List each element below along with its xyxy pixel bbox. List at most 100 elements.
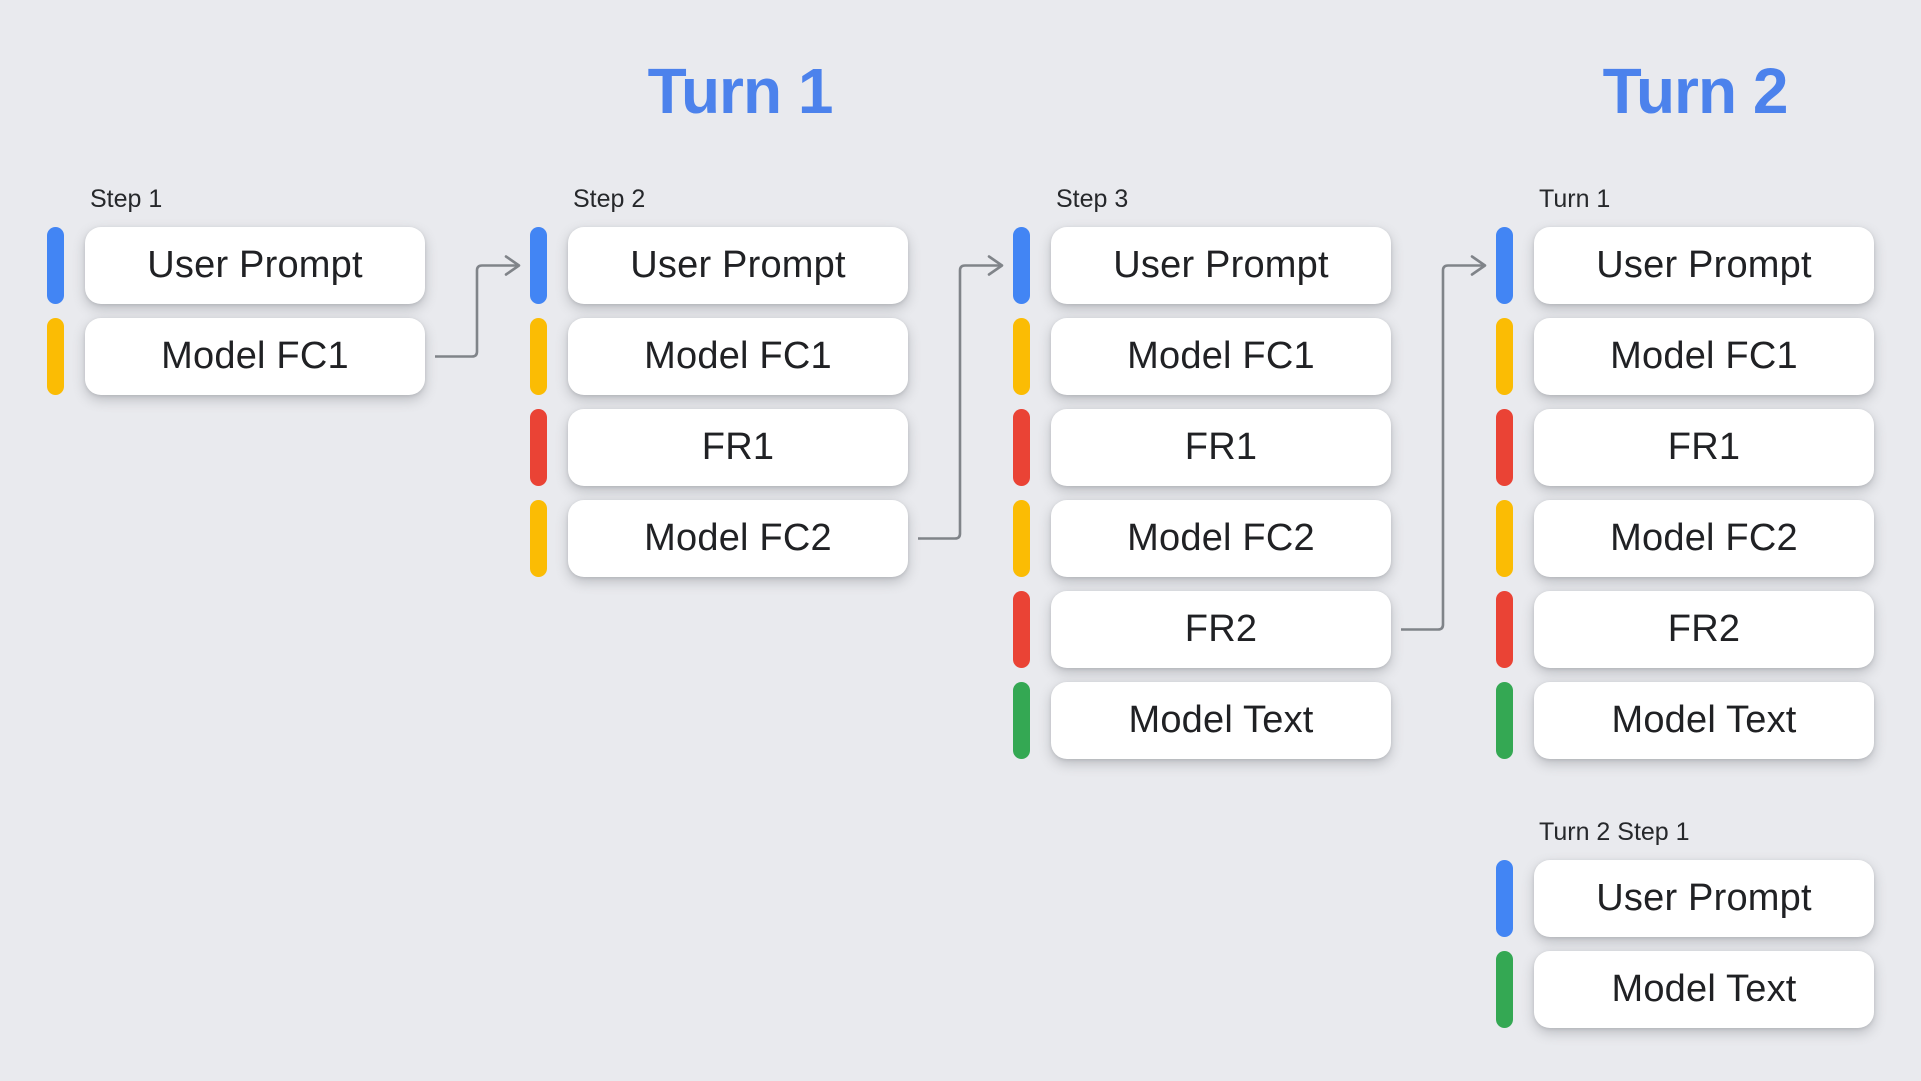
- message-card-label: FR2: [1667, 608, 1741, 650]
- arrowhead-icon: [504, 255, 521, 276]
- message-card-label: FR2: [1184, 608, 1258, 650]
- model-text-color-bar: [1496, 951, 1513, 1028]
- message-card: Model Text: [1534, 951, 1874, 1028]
- function-response-color-bar: [1496, 591, 1513, 668]
- message-card: Model FC2: [568, 500, 908, 577]
- message-card-label: User Prompt: [1596, 244, 1812, 286]
- function-response-color-bar: [1013, 409, 1030, 486]
- message-row: FR1: [1013, 409, 1391, 486]
- function-response-color-bar: [1496, 409, 1513, 486]
- message-row: User Prompt: [1496, 227, 1874, 304]
- message-card: FR2: [1534, 591, 1874, 668]
- message-card: FR2: [1051, 591, 1391, 668]
- user-prompt-color-bar: [1496, 860, 1513, 937]
- user-prompt-color-bar: [530, 227, 547, 304]
- message-row: FR2: [1496, 591, 1874, 668]
- model-function-call-color-bar: [1013, 500, 1030, 577]
- message-row: Model FC1: [1013, 318, 1391, 395]
- message-row: Model Text: [1496, 682, 1874, 759]
- column-turn-1: Turn 1 User Prompt Model FC1 FR1 Model F…: [1496, 184, 1874, 773]
- message-card: Model FC2: [1534, 500, 1874, 577]
- model-function-call-color-bar: [530, 500, 547, 577]
- function-response-color-bar: [530, 409, 547, 486]
- message-card: FR1: [1051, 409, 1391, 486]
- column-step-2: Step 2 User Prompt Model FC1 FR1 Model F…: [530, 184, 908, 591]
- message-card-label: User Prompt: [630, 244, 846, 286]
- message-row: User Prompt: [530, 227, 908, 304]
- function-response-color-bar: [1013, 591, 1030, 668]
- user-prompt-color-bar: [1496, 227, 1513, 304]
- message-card-label: Model FC2: [1610, 517, 1798, 559]
- message-card: Model FC2: [1051, 500, 1391, 577]
- message-row: Model FC1: [47, 318, 425, 395]
- message-card: Model FC1: [85, 318, 425, 395]
- user-prompt-color-bar: [47, 227, 64, 304]
- message-card-label: User Prompt: [1596, 877, 1812, 919]
- message-card-label: User Prompt: [147, 244, 363, 286]
- message-row: FR1: [1496, 409, 1874, 486]
- turn-1-title: Turn 1: [647, 55, 834, 127]
- message-row: Model FC1: [1496, 318, 1874, 395]
- message-card-label: Model Text: [1611, 968, 1797, 1010]
- column-label: Step 2: [573, 185, 646, 213]
- message-card-label: FR1: [701, 426, 775, 468]
- message-card: User Prompt: [85, 227, 425, 304]
- column-label: Turn 1: [1539, 185, 1611, 213]
- message-card: Model FC1: [1534, 318, 1874, 395]
- connector-arrow: [918, 264, 1000, 540]
- message-card: User Prompt: [568, 227, 908, 304]
- model-text-color-bar: [1013, 682, 1030, 759]
- column-step-1: Step 1 User Prompt Model FC1: [47, 184, 425, 409]
- message-card: User Prompt: [1051, 227, 1391, 304]
- message-row: Model FC1: [530, 318, 908, 395]
- column-label: Step 3: [1056, 185, 1129, 213]
- column-label: Turn 2 Step 1: [1539, 818, 1690, 846]
- user-prompt-color-bar: [1013, 227, 1030, 304]
- message-row: User Prompt: [47, 227, 425, 304]
- column-rows: User Prompt Model FC1 FR1 Model FC2: [530, 227, 908, 577]
- message-card: FR1: [1534, 409, 1874, 486]
- message-card: Model Text: [1051, 682, 1391, 759]
- column-turn-2-step-1: Turn 2 Step 1 User Prompt Model Text: [1496, 817, 1874, 1042]
- message-row: Model FC2: [530, 500, 908, 577]
- column-rows: User Prompt Model Text: [1496, 860, 1874, 1028]
- message-card: Model FC1: [568, 318, 908, 395]
- column-step-3: Step 3 User Prompt Model FC1 FR1 Model F…: [1013, 184, 1391, 773]
- message-card-label: Model FC1: [1610, 335, 1798, 377]
- message-card: User Prompt: [1534, 227, 1874, 304]
- column-rows: User Prompt Model FC1: [47, 227, 425, 395]
- model-function-call-color-bar: [530, 318, 547, 395]
- model-function-call-color-bar: [1496, 500, 1513, 577]
- message-card-label: Model FC1: [1127, 335, 1315, 377]
- message-row: User Prompt: [1013, 227, 1391, 304]
- message-card-label: FR1: [1184, 426, 1258, 468]
- model-function-call-color-bar: [1496, 318, 1513, 395]
- column-rows: User Prompt Model FC1 FR1 Model FC2 FR2 …: [1496, 227, 1874, 759]
- message-row: Model FC2: [1013, 500, 1391, 577]
- message-card-label: Model Text: [1128, 699, 1314, 741]
- turn-2-title: Turn 2: [1602, 55, 1789, 127]
- message-card-label: FR1: [1667, 426, 1741, 468]
- message-row: Model Text: [1013, 682, 1391, 759]
- message-card-label: User Prompt: [1113, 244, 1329, 286]
- arrowhead-icon: [1470, 255, 1487, 276]
- model-function-call-color-bar: [1013, 318, 1030, 395]
- message-row: Model Text: [1496, 951, 1874, 1028]
- arrowhead-icon: [987, 255, 1004, 276]
- message-row: FR1: [530, 409, 908, 486]
- model-text-color-bar: [1496, 682, 1513, 759]
- message-card: Model Text: [1534, 682, 1874, 759]
- model-function-call-color-bar: [47, 318, 64, 395]
- message-row: FR2: [1013, 591, 1391, 668]
- connector-arrow: [435, 264, 517, 358]
- message-card-label: Model FC2: [1127, 517, 1315, 559]
- message-card: FR1: [568, 409, 908, 486]
- message-card-label: Model FC1: [644, 335, 832, 377]
- column-rows: User Prompt Model FC1 FR1 Model FC2 FR2 …: [1013, 227, 1391, 759]
- connector-arrow: [1401, 264, 1483, 631]
- message-row: Model FC2: [1496, 500, 1874, 577]
- message-row: User Prompt: [1496, 860, 1874, 937]
- message-card-label: Model Text: [1611, 699, 1797, 741]
- message-card-label: Model FC1: [161, 335, 349, 377]
